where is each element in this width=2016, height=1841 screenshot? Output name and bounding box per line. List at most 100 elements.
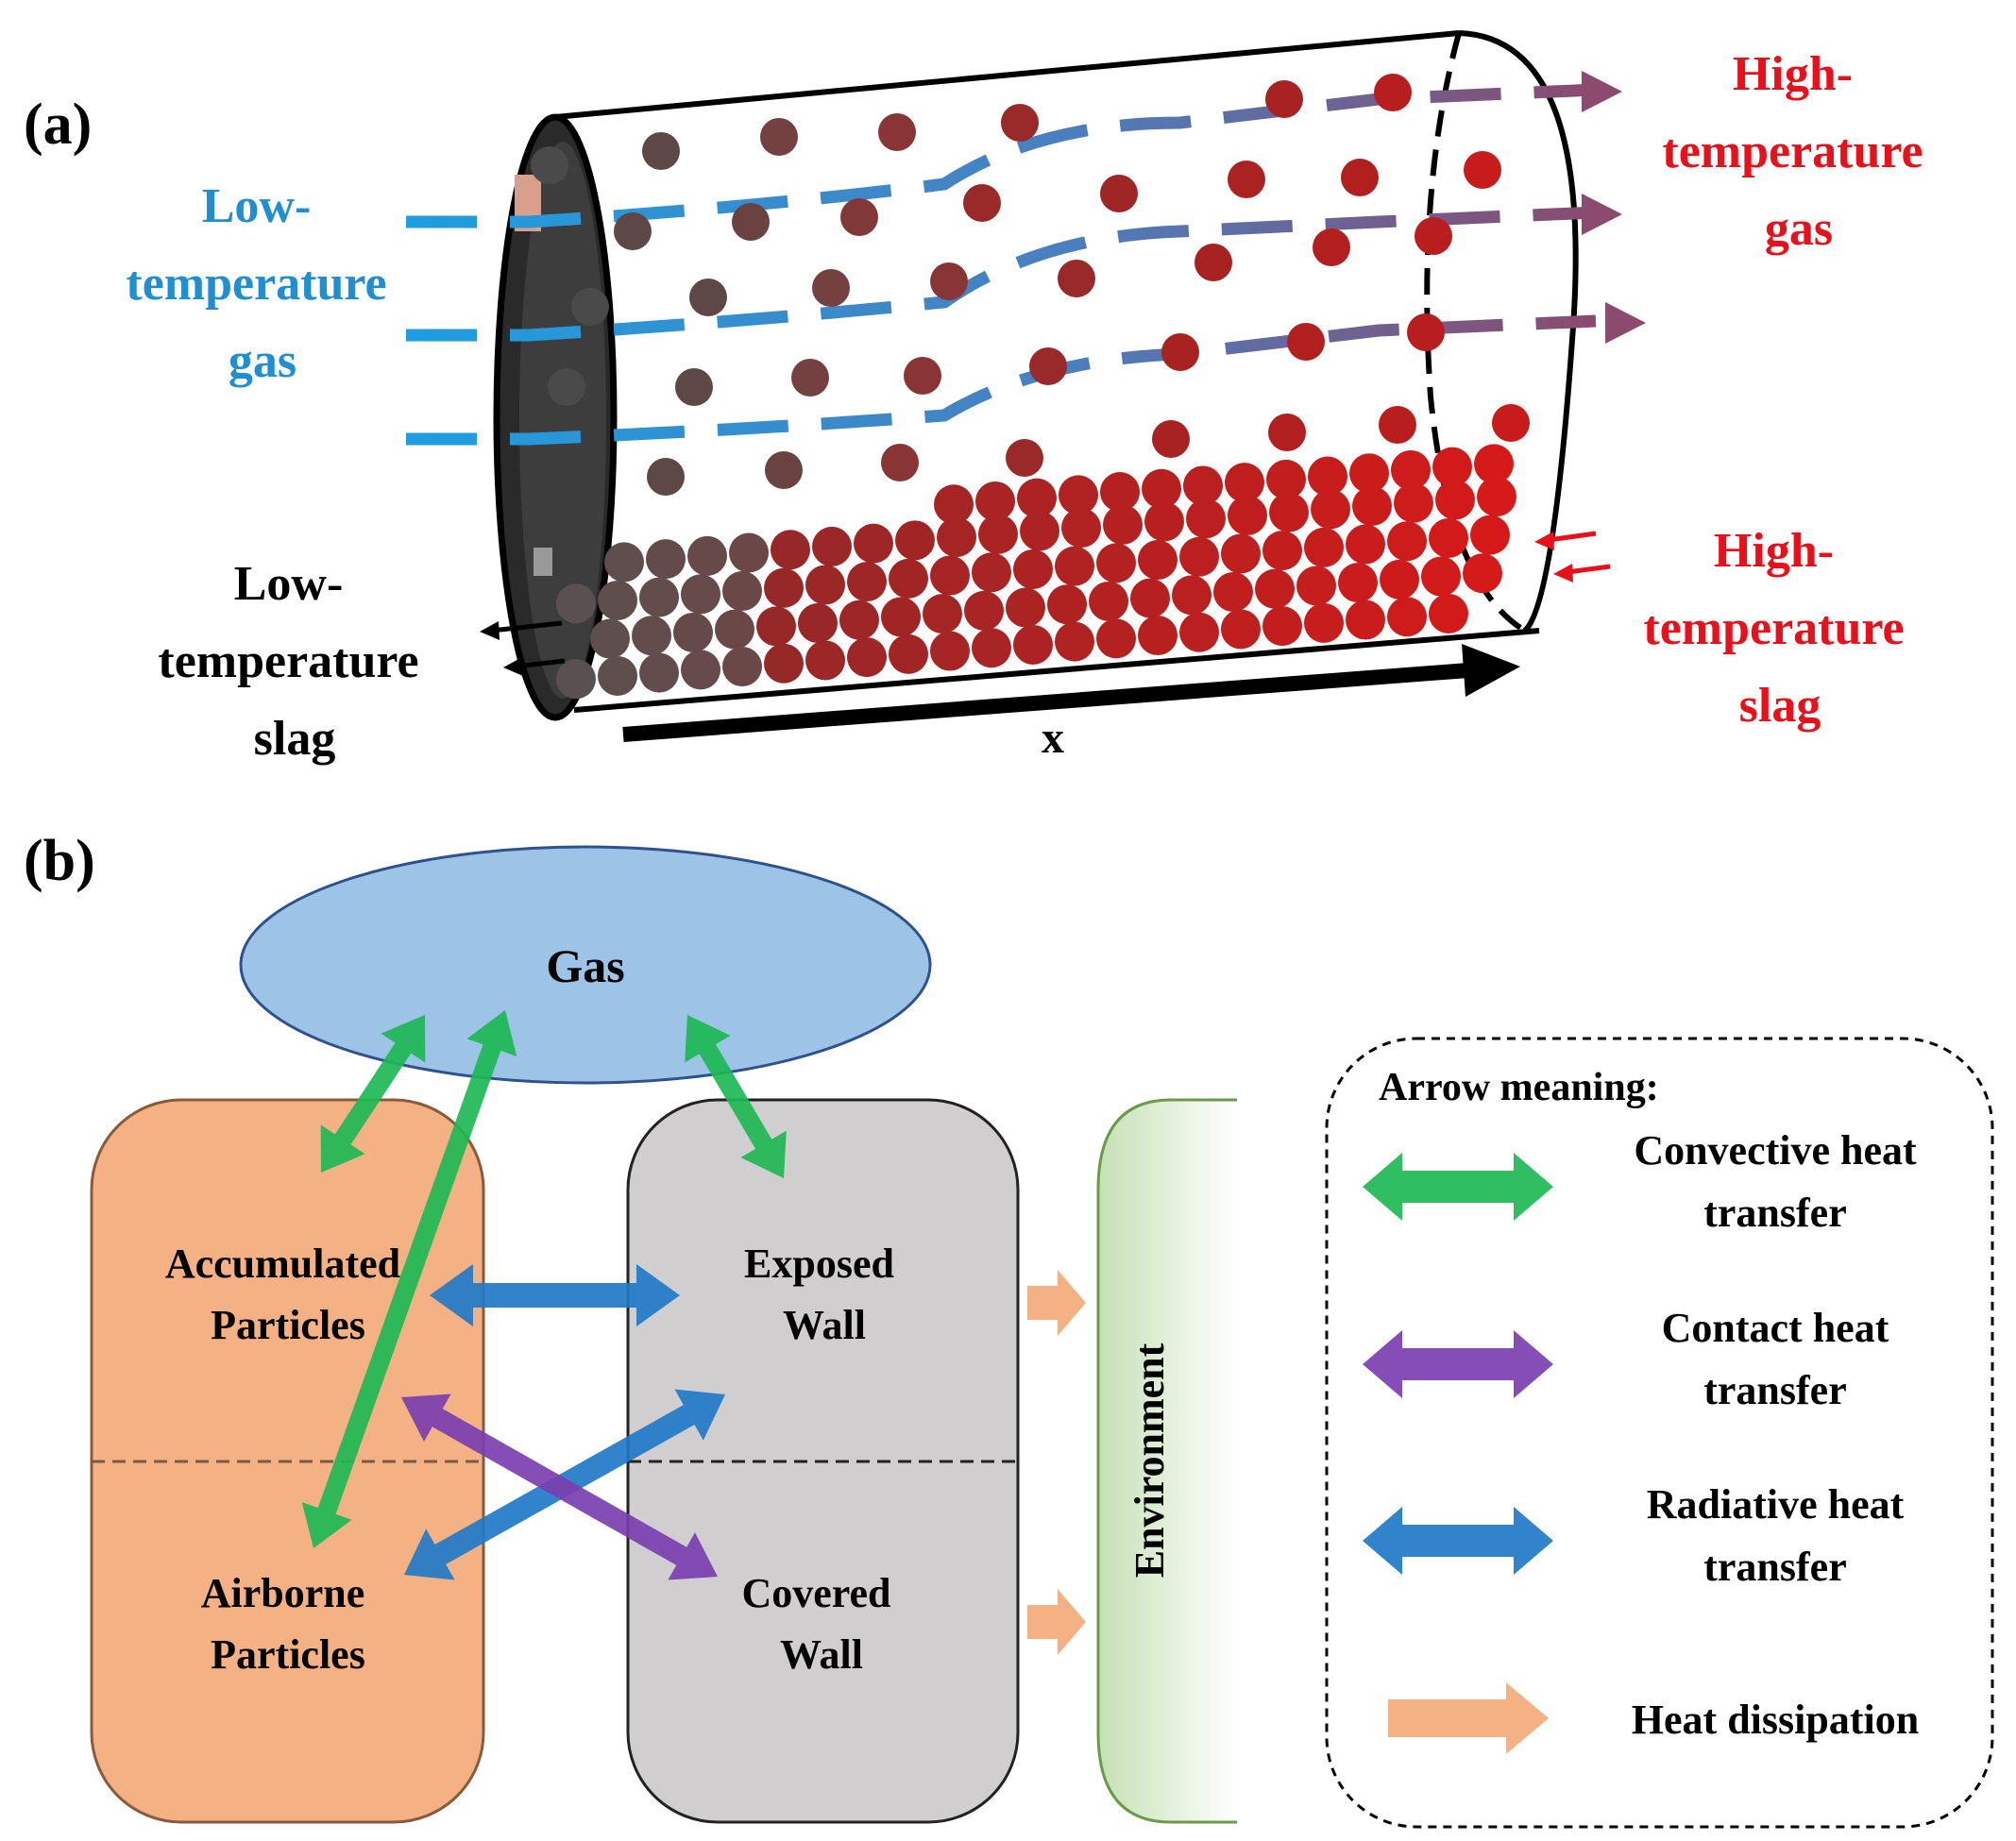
- slag-particle: [1096, 543, 1136, 583]
- slag-particle: [975, 481, 1015, 521]
- gas-flow-arrowhead: [1582, 194, 1622, 235]
- slag-particle: [1055, 546, 1094, 586]
- slag-particle: [1138, 540, 1177, 581]
- slag-particle: [1387, 521, 1427, 562]
- slag-particle: [1311, 489, 1350, 530]
- slag-particle: [934, 484, 974, 525]
- particle: [675, 368, 713, 406]
- label-line: High-: [1714, 524, 1834, 578]
- slag-particle: [1387, 597, 1427, 637]
- slag-particle: [1470, 515, 1510, 555]
- slag-particle: [895, 520, 935, 561]
- slag-particle: [1435, 480, 1475, 520]
- particle: [765, 451, 803, 489]
- slag-particle: [1349, 453, 1389, 494]
- slag-particle: [1055, 621, 1094, 662]
- slag-particle: [854, 523, 893, 564]
- label-line: temperature: [1643, 601, 1904, 655]
- legend-contact-icon: [1363, 1330, 1553, 1398]
- particle: [1415, 217, 1452, 255]
- high-temp-gas-label: High- temperature gas: [1662, 47, 1935, 256]
- slag-particle: [1338, 563, 1378, 603]
- particle: [531, 146, 568, 184]
- label-line: gas: [1765, 202, 1833, 256]
- slag-particle: [1013, 624, 1053, 665]
- slag-particle: [1346, 600, 1385, 640]
- interior-detail: [534, 548, 552, 576]
- slag-particle: [1059, 475, 1098, 515]
- slag-particle: [1429, 593, 1468, 633]
- airborne-particles: [531, 74, 1530, 496]
- label-line: temperature: [126, 257, 386, 311]
- label-line: Covered: [741, 1570, 890, 1616]
- slag-particle: [590, 618, 630, 659]
- slag-particle: [1179, 536, 1219, 577]
- panel-b-label: (b): [24, 829, 95, 893]
- slag-particle: [639, 577, 679, 617]
- slag-particle: [1183, 465, 1223, 506]
- slag-particle: [1429, 517, 1468, 558]
- slag-particle: [1432, 447, 1472, 487]
- slag-particle: [1266, 459, 1306, 499]
- gas-flow-line-3: [406, 314, 1597, 446]
- high-temp-slag-label: High- temperature slag: [1643, 524, 1916, 733]
- slag-particle: [1144, 501, 1184, 542]
- slag-particle: [1352, 486, 1392, 527]
- slag-particle: [1221, 533, 1261, 574]
- particle: [904, 357, 941, 395]
- particle: [878, 113, 916, 151]
- label-line: gas: [229, 334, 296, 388]
- slag-particle: [632, 616, 671, 656]
- particle: [1228, 160, 1265, 198]
- label-line: Exposed: [744, 1241, 894, 1287]
- legend-item-label: Heat dissipation: [1632, 1697, 1919, 1743]
- gas-flow-arrowhead: [1605, 302, 1646, 344]
- slag-particle: [1179, 612, 1219, 652]
- legend-radiative-icon: [1363, 1507, 1553, 1575]
- slag-particle: [639, 652, 679, 693]
- slag-outlet-arrowhead: [480, 621, 500, 640]
- particle: [881, 444, 919, 481]
- slag-inlet-arrow: [1567, 564, 1611, 575]
- gas-flow-line-1: [406, 83, 1597, 228]
- slag-particle: [1255, 568, 1295, 609]
- convective-arrow-gas-exposed-wall: [685, 1015, 787, 1178]
- slag-particle: [964, 590, 1004, 631]
- slag-particle: [881, 597, 921, 637]
- label-line: High-: [1733, 47, 1853, 101]
- slag-particle: [923, 594, 962, 634]
- particle: [930, 262, 968, 300]
- convective-arrow-gas-accumulated: [320, 1015, 426, 1173]
- slag-particle: [1047, 584, 1087, 625]
- slag-bed: [556, 444, 1516, 700]
- low-temp-gas-label: Low- temperature gas: [126, 179, 398, 388]
- label-line: Low-: [234, 557, 344, 611]
- particle: [760, 118, 798, 156]
- slag-particle: [673, 612, 713, 652]
- covered-wall-label: Covered Wall: [741, 1570, 901, 1678]
- convective-arrow-gas-airborne: [301, 1010, 517, 1548]
- slag-outlet-arrow: [514, 658, 566, 669]
- particle: [1374, 74, 1412, 111]
- particle: [1313, 228, 1350, 266]
- legend-box: [1325, 1037, 1994, 1829]
- slag-particle: [972, 552, 1011, 593]
- slag-particle: [722, 571, 762, 612]
- cylinder-top-edge: [554, 30, 1460, 120]
- x-axis-arrow: [622, 663, 1469, 742]
- slag-particle: [1186, 498, 1226, 539]
- particle: [1006, 439, 1043, 477]
- legend-convective-icon: [1363, 1153, 1553, 1221]
- contact-arrow-accumulated-covered: [401, 1393, 718, 1580]
- slag-particle: [687, 535, 727, 576]
- slag-particle: [930, 555, 970, 596]
- particle: [1492, 404, 1530, 442]
- slag-particle: [1089, 581, 1128, 621]
- legend-item-line: transfer: [1703, 1190, 1847, 1236]
- slag-particle: [805, 640, 845, 681]
- x-axis-arrowhead: [1462, 644, 1520, 697]
- slag-particle: [681, 650, 720, 690]
- slag-particle: [1304, 602, 1344, 643]
